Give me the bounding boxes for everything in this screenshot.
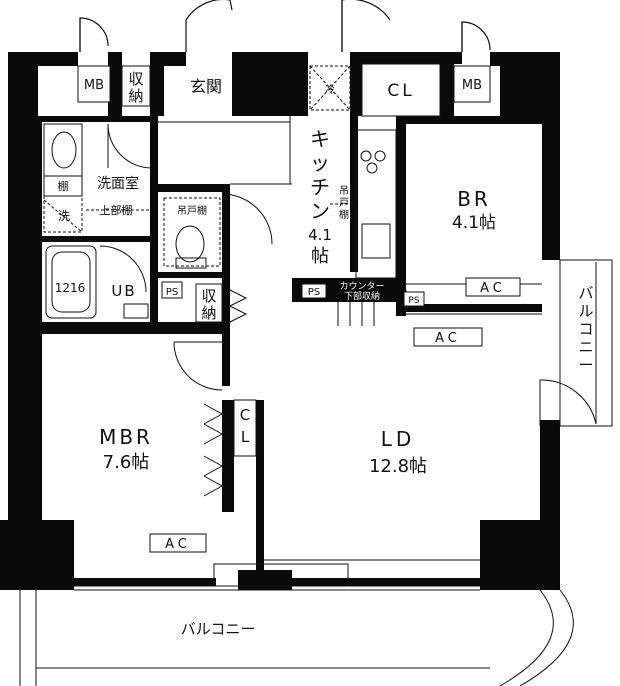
- balcony-side-label-3: コ: [578, 320, 593, 338]
- cl-mbr-label-2: L: [241, 428, 250, 446]
- kitchen-size-label: 4.1: [308, 226, 332, 244]
- ac-ld-label: AC: [435, 331, 461, 346]
- ps-kitchen-label: PS: [308, 287, 320, 298]
- senmenshitsu-label: 洗面室: [97, 175, 139, 192]
- kitchen-label-1: キ: [310, 127, 330, 151]
- mbr-name-label: MBR: [99, 425, 153, 449]
- ps-br-label: PS: [408, 296, 419, 306]
- kitchen-label-2: ッ: [310, 151, 330, 175]
- walls: [0, 52, 560, 590]
- balcony-side-label-4: ニ: [578, 338, 593, 356]
- reizoko-label: 冷: [325, 83, 335, 96]
- mbr-size-label: 7.6帖: [103, 452, 150, 473]
- ps-left-label: PS: [166, 287, 178, 298]
- tsuritodana-k-2: 戸: [339, 197, 349, 209]
- kitchen-size-unit: 帖: [311, 246, 329, 267]
- br-name-label: BR: [457, 187, 491, 211]
- balcony-bottom-label: バルコニー: [181, 620, 256, 638]
- balcony-side-label-2: ル: [578, 302, 593, 320]
- shuno-mid-label-1: 収: [201, 287, 216, 305]
- shuno-top-label-2: 納: [128, 87, 143, 105]
- cl-mbr-label-1: C: [240, 406, 250, 424]
- ld-size-label: 12.8帖: [369, 456, 427, 477]
- ac-br-label: AC: [480, 281, 506, 296]
- ub-label: UB: [111, 282, 136, 300]
- tana-label: 棚: [58, 179, 69, 193]
- ac-mbr-label: AC: [165, 537, 191, 552]
- sen-label: 洗: [58, 209, 70, 223]
- shuno-mid-label-2: 納: [201, 304, 216, 322]
- tsuritodana-k-3: 棚: [339, 208, 349, 221]
- br-size-label: 4.1帖: [452, 213, 496, 233]
- labels: MB 収 納 玄関 冷 CL MB キ ッ チ ン 4.1 帖 吊 戸 棚 洗面…: [55, 70, 594, 638]
- tsuritodana-k-1: 吊: [339, 185, 349, 197]
- mb-right-label: MB: [462, 78, 482, 93]
- shuno-top-label-1: 収: [128, 70, 143, 88]
- cl-top-label: CL: [387, 81, 414, 101]
- fixtures: [19, 63, 613, 686]
- balcony-side-label-1: バ: [578, 284, 593, 302]
- entry-doors: [79, 0, 491, 52]
- kitchen-label-4: ン: [310, 199, 330, 223]
- label-boxes: [77, 65, 521, 553]
- ld-name-label: LD: [381, 427, 416, 451]
- counter-label-1: カウンター: [339, 281, 384, 292]
- kitchen-label-3: チ: [310, 175, 330, 199]
- ub-size-label: 1216: [55, 281, 86, 295]
- jobudana-label: 上部棚: [100, 203, 133, 217]
- tsuritodana-wc-label: 吊戸棚: [177, 204, 207, 217]
- genkan-label: 玄関: [190, 77, 222, 96]
- mb-left-label: MB: [84, 78, 104, 93]
- counter-label-2: 下部収納: [344, 290, 380, 302]
- balcony-side-label-5: ー: [578, 356, 593, 374]
